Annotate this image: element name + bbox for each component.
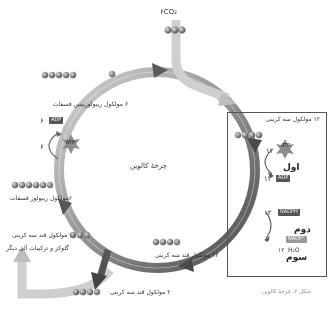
glucose-label: گلوکز و ترکیبات آلی دیگر: [6, 245, 70, 252]
g3p-12-chain: [152, 238, 181, 246]
co2-entry-arrow: [171, 20, 230, 103]
box-nadph-count: ۱۲: [264, 209, 272, 217]
step-2-label: دوم: [294, 225, 311, 235]
box-h2o-label: H₂O: [288, 247, 300, 254]
rubp-chain: [41, 70, 116, 79]
atp-burst-left: [62, 134, 80, 154]
box-arc-nadph: [265, 211, 272, 239]
left-atp-arc: [48, 132, 59, 160]
ring-arrow-top: [152, 63, 168, 78]
box-atp-count: ۱۲: [266, 147, 274, 155]
box-atp-tag: ATP: [281, 143, 291, 149]
box-adp-tag: ADP: [276, 175, 291, 182]
ring-arrow-right: [247, 138, 262, 153]
co2-molecule: [164, 26, 172, 34]
left-adp-count: ۶: [40, 117, 44, 125]
acid-12-label: ۱۲ مولکول سه کربنی: [266, 116, 320, 123]
ring-arrow-bottom: [178, 258, 194, 272]
figure-caption: شکل ۲ـ چرخهٔ کالوین: [262, 289, 311, 295]
g3p-10-label: ۱۰ مولکول قند سه کربنی: [12, 232, 76, 239]
co2-label: ۶CO₂: [160, 8, 177, 16]
ring-arrow-left: [58, 199, 72, 215]
acid-12-chain: [234, 131, 263, 139]
output-arrow-head: [91, 272, 107, 290]
step-1-label: اول: [283, 163, 300, 173]
g3p-2-chain: [72, 288, 101, 296]
box-nadph-tag: NADPH: [278, 209, 300, 216]
reduction-steps-box: ۱۲ ATP اول ۱۲ ADP ۱۲ NADPH دوم NADP⁺ ۱۲ …: [227, 112, 327, 277]
rup-chain: [11, 181, 54, 189]
g3p-10-chain: [69, 231, 91, 239]
box-h2o-count: ۱۲: [278, 247, 285, 254]
rubp-label: ۶ مولکول ریبولوزبیس فسفات: [53, 101, 129, 108]
box-arc-atp: [264, 149, 273, 175]
atp-burst-right: [276, 139, 294, 159]
g3p-12-label: ۱۲ مولکول قند سه کربنی: [155, 252, 219, 259]
left-atp-count: ۶: [40, 143, 44, 151]
step-3-label: سوم: [286, 253, 308, 263]
left-adp-tag: ADP: [49, 117, 64, 124]
box-adp-count: ۱۲: [264, 175, 272, 183]
g3p-2-label: ۲ مولکول قند سه کربنی: [110, 289, 171, 296]
rup-label: ۶مولکول ریبولوز فسفات: [10, 195, 72, 202]
box-nadp-tag: NADP⁺: [286, 236, 307, 243]
left-atp-tag: ATP: [66, 140, 76, 146]
cycle-center-label: چرخهٔ کالوین: [130, 162, 167, 170]
